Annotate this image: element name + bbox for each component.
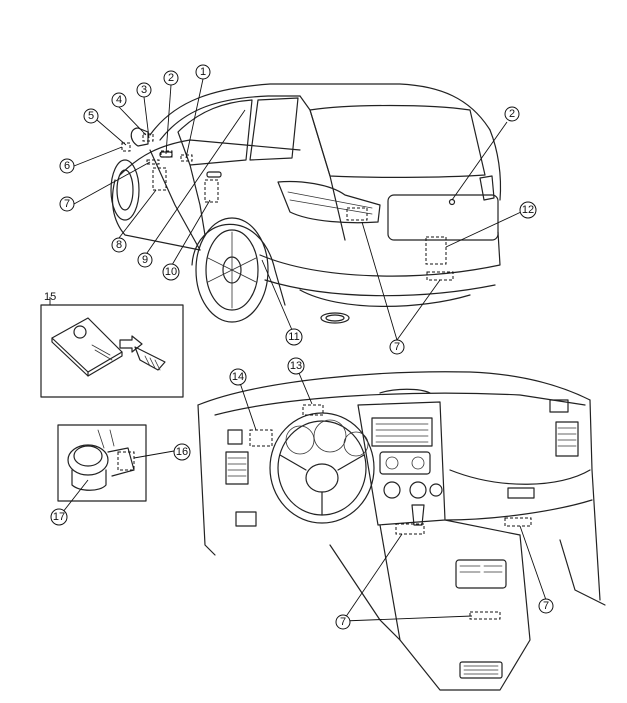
callout-3: 3: [136, 82, 152, 98]
callout-14: 14: [229, 368, 247, 386]
callout-7-glovebox: 7: [538, 598, 554, 614]
callout-7-door: 7: [59, 196, 75, 212]
svg-text:13: 13: [290, 360, 302, 372]
callout-6: 6: [59, 158, 75, 174]
callout-5: 5: [83, 108, 99, 124]
callout-2-front: 2: [163, 70, 179, 86]
callout-8: 8: [111, 237, 127, 253]
svg-text:1: 1: [200, 66, 206, 78]
svg-text:7: 7: [340, 616, 346, 628]
key-card-detail: [40, 304, 184, 398]
svg-text:5: 5: [88, 110, 94, 122]
callout-16: 16: [173, 443, 191, 461]
svg-text:6: 6: [64, 160, 70, 172]
svg-text:12: 12: [522, 204, 534, 216]
svg-text:10: 10: [165, 266, 177, 278]
svg-text:11: 11: [288, 331, 299, 343]
callout-2-rear: 2: [504, 106, 520, 122]
callout-11: 11: [285, 328, 303, 346]
callout-1: 1: [195, 64, 211, 80]
svg-text:17: 17: [53, 511, 65, 523]
svg-text:2: 2: [509, 108, 515, 120]
callout-15: 15: [44, 291, 56, 303]
suv-illustration: [110, 83, 502, 324]
callout-12: 12: [519, 201, 537, 219]
svg-text:14: 14: [232, 371, 244, 383]
svg-text:16: 16: [176, 446, 188, 458]
callout-7-rear: 7: [389, 339, 405, 355]
callout-10: 10: [162, 263, 180, 281]
callout-9: 9: [137, 252, 153, 268]
callout-4: 4: [111, 92, 127, 108]
svg-text:7: 7: [543, 600, 549, 612]
svg-text:9: 9: [142, 254, 148, 266]
svg-text:7: 7: [394, 341, 400, 353]
callout-17: 17: [50, 508, 68, 526]
svg-text:2: 2: [168, 72, 174, 84]
ignition-detail: [57, 424, 147, 502]
svg-text:7: 7: [64, 198, 70, 210]
svg-text:4: 4: [116, 94, 122, 106]
svg-text:8: 8: [116, 239, 122, 251]
callout-7-console: 7: [335, 614, 351, 630]
interior-leader-lines: [49, 297, 547, 622]
callout-13: 13: [287, 357, 305, 375]
car-leader-lines: [73, 78, 522, 341]
svg-text:3: 3: [141, 84, 147, 96]
dashboard-illustration: [197, 371, 606, 691]
